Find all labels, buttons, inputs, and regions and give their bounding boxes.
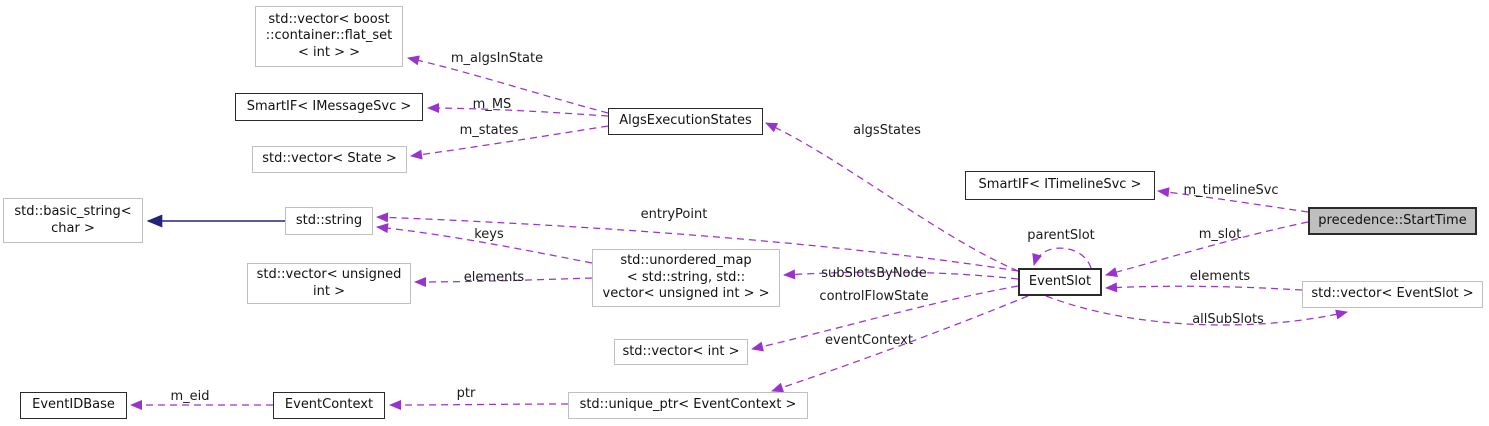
node-std-unordered-map: std::unordered_map < std::string, std:: … (592, 249, 780, 307)
edge-label-m-slot: m_slot (1198, 227, 1242, 242)
edge-m-algsinstate (407, 55, 609, 114)
edge-label-algsstates: algsStates (853, 123, 921, 138)
edge-label-m-ms: m_MS (472, 97, 512, 112)
node-std-unique-ptr: std::unique_ptr< EventContext > (568, 392, 808, 419)
node-std-vector-eventslot: std::vector< EventSlot > (1302, 281, 1483, 308)
node-std-vector-flat-set: std::vector< boost ::container::flat_set… (255, 6, 403, 67)
node-smartif-imessagesvc[interactable]: SmartIF< IMessageSvc > (235, 93, 423, 121)
node-std-vector-int: std::vector< int > (614, 339, 748, 365)
node-std-vector-unsigned-int: std::vector< unsigned int > (247, 263, 411, 304)
edge-label-entrypoint: entryPoint (640, 207, 708, 222)
node-eventslot[interactable]: EventSlot (1018, 268, 1102, 296)
edge-eventcontext (771, 295, 1029, 393)
node-algs-execution-states[interactable]: AlgsExecutionStates (608, 108, 763, 135)
node-std-string: std::string (285, 207, 373, 235)
edge-label-subslotsbynode: subSlotsByNode (821, 266, 927, 281)
edge-label-ptr: ptr (456, 386, 476, 401)
edge-label-eventcontext: eventContext (825, 333, 913, 348)
edge-label-m-eid: m_eid (170, 389, 210, 404)
edge-ptr (389, 399, 569, 410)
node-std-vector-state: std::vector< State > (252, 146, 407, 173)
edge-entrypoint (376, 212, 1019, 272)
edge-label-parentslot: parentSlot (1027, 228, 1095, 243)
edge-algsstates (765, 122, 1019, 272)
edge-allsubslots (1045, 295, 1348, 326)
edge-subslotsbynode (783, 269, 1019, 280)
node-precedence-starttime: precedence::StartTime (1308, 207, 1477, 235)
edge-m-timelinesvc (1157, 187, 1309, 213)
edge-label-allsubslots: allSubSlots (1192, 312, 1264, 327)
edge-label-m-algsinstate: m_algsInState (450, 51, 544, 66)
edge-label-keys: keys (474, 227, 504, 242)
edge-parentslot-loop (1032, 247, 1092, 269)
edge-label-elements-vector: elements (1189, 269, 1251, 284)
node-std-basic-string: std::basic_string< char > (3, 198, 143, 243)
edge-label-elements-map: elements (463, 270, 525, 285)
edge-m-states (410, 125, 609, 160)
edge-controlflowstate (751, 285, 1019, 352)
edge-keys (376, 223, 593, 264)
edge-label-controlflowstate: controlFlowState (819, 289, 929, 304)
node-smartif-itimelinesvc[interactable]: SmartIF< ITimelineSvc > (965, 171, 1155, 200)
edge-elements-vector (1105, 282, 1303, 293)
node-eventcontext[interactable]: EventContext (273, 392, 385, 419)
node-eventidbase[interactable]: EventIDBase (20, 392, 127, 419)
edge-label-m-timelinesvc: m_timelineSvc (1183, 183, 1279, 198)
edge-m-slot (1105, 221, 1309, 277)
edge-label-m-states: m_states (459, 123, 519, 138)
edge-m-ms (427, 103, 609, 117)
edge-elements-map (414, 276, 593, 287)
